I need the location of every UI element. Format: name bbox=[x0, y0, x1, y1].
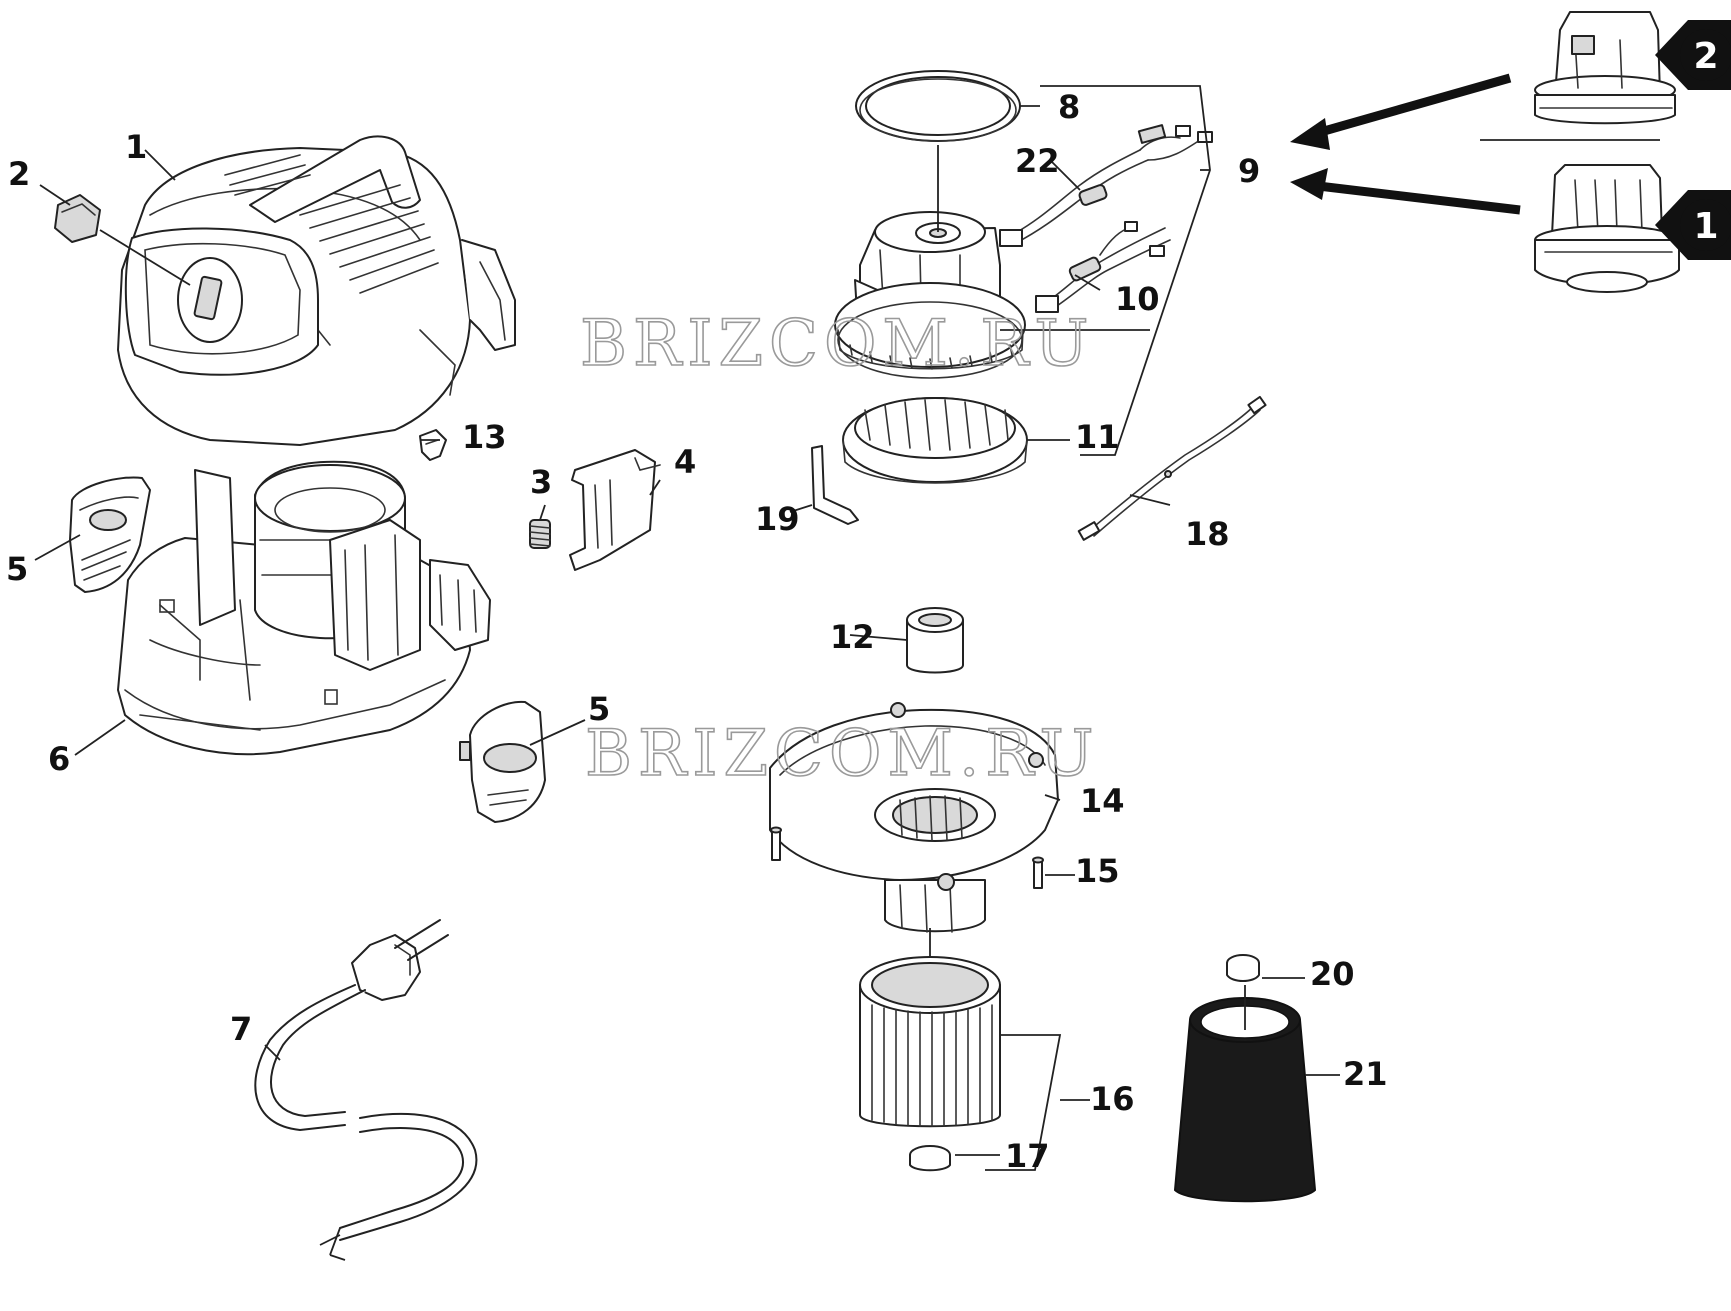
part-22-wiring-harness bbox=[999, 124, 1213, 247]
callout-13: 13 bbox=[462, 418, 507, 456]
part-5-left-holder bbox=[69, 476, 151, 593]
part-7-power-cable bbox=[254, 919, 478, 1261]
part-21-foam-filter bbox=[1173, 997, 1317, 1203]
part-16-cartridge-filter bbox=[859, 956, 1001, 1128]
part-12-sleeve bbox=[906, 607, 964, 674]
callout-16: 16 bbox=[1090, 1080, 1135, 1118]
variant-badge-1: 1 bbox=[1655, 190, 1731, 260]
watermark-middle: BRIZCOM.RU bbox=[585, 717, 1099, 791]
part-4-bracket bbox=[569, 449, 661, 571]
callout-5-left: 5 bbox=[6, 550, 28, 588]
callout-4: 4 bbox=[674, 443, 696, 481]
callout-5-right: 5 bbox=[588, 690, 610, 728]
part-2-switch-knob bbox=[54, 194, 101, 243]
callout-8: 8 bbox=[1058, 88, 1080, 126]
callout-19: 19 bbox=[755, 500, 800, 538]
callout-18: 18 bbox=[1185, 515, 1230, 553]
part-18-sensor-cable bbox=[1077, 395, 1267, 541]
part-10-wiring-harness bbox=[1035, 221, 1171, 313]
callout-17: 17 bbox=[1005, 1137, 1050, 1175]
callout-7: 7 bbox=[230, 1010, 252, 1048]
variant-badge-2: 2 bbox=[1655, 20, 1731, 90]
part-6-motor-housing bbox=[117, 460, 491, 756]
part-5-right-holder bbox=[459, 700, 546, 823]
part-3-spring bbox=[529, 519, 551, 549]
part-19-clip bbox=[811, 445, 859, 525]
callout-20: 20 bbox=[1310, 955, 1355, 993]
variant-motor-1 bbox=[1534, 164, 1680, 293]
variant-label-1: 1 bbox=[1693, 206, 1718, 247]
watermark-top: BRIZCOM.RU bbox=[580, 307, 1094, 381]
callout-labels: 1 2 3 4 5 5 6 7 8 9 10 11 12 13 14 15 16… bbox=[6, 88, 1388, 1175]
callout-1: 1 bbox=[125, 128, 147, 166]
variant-arrow-1 bbox=[1290, 168, 1521, 215]
callout-21: 21 bbox=[1343, 1055, 1388, 1093]
part-20-cap bbox=[1226, 954, 1260, 982]
part-13-clip bbox=[419, 429, 447, 461]
part-17-nut bbox=[909, 1145, 951, 1172]
callout-6: 6 bbox=[48, 740, 70, 778]
callout-3: 3 bbox=[530, 463, 552, 501]
variant-arrow-2 bbox=[1290, 73, 1512, 150]
callout-15: 15 bbox=[1075, 852, 1120, 890]
part-9-motor bbox=[834, 211, 1026, 379]
part-1-top-cover bbox=[117, 135, 516, 446]
part-11-fan-ring bbox=[842, 397, 1028, 484]
callout-10: 10 bbox=[1115, 280, 1160, 318]
variant-motor-2 bbox=[1534, 11, 1676, 125]
callout-9: 9 bbox=[1238, 152, 1260, 190]
part-8-seal-ring bbox=[855, 70, 1021, 142]
variant-label-2: 2 bbox=[1693, 36, 1718, 77]
callout-12: 12 bbox=[830, 618, 875, 656]
part-15-screws bbox=[770, 826, 1044, 889]
callout-14: 14 bbox=[1080, 782, 1125, 820]
callout-22: 22 bbox=[1015, 142, 1060, 180]
part-14-fan-housing bbox=[769, 702, 1059, 933]
callout-2: 2 bbox=[8, 155, 30, 193]
leader-lines bbox=[34, 85, 1340, 1171]
callout-11: 11 bbox=[1075, 418, 1120, 456]
